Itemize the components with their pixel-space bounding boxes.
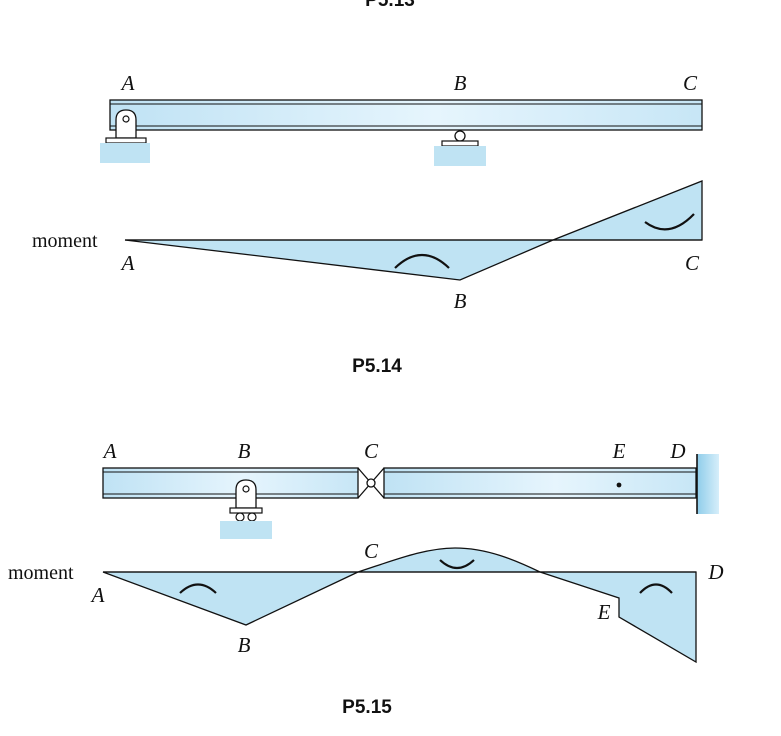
p514-beam-label-c: C <box>683 71 698 95</box>
p515-beam-label-a: A <box>102 439 117 463</box>
p515-diagram-label-b: B <box>238 633 251 657</box>
p515-region-ce <box>357 547 541 573</box>
p515-beam-diagram: A B C E D <box>102 439 719 539</box>
p515-moment-word: moment <box>8 562 74 584</box>
p515-beam-right <box>383 467 697 499</box>
p514-beam-label-b: B <box>454 71 467 95</box>
p515-region-ed <box>539 571 697 664</box>
p515-fixed-support-d <box>696 454 719 514</box>
p514-moment-diagram: moment A B C <box>32 180 703 313</box>
p514-pin-support-a <box>100 109 150 163</box>
p515-beam-left <box>102 467 359 499</box>
p515-curvature-ab <box>179 583 217 594</box>
top-caption: P5.13 <box>365 0 415 11</box>
p514-positive-region <box>552 180 703 241</box>
p515-region-ab <box>102 571 359 626</box>
p514-diagram-label-a: A <box>120 251 135 275</box>
p515-moment-diagram: moment A B C E D <box>8 539 724 664</box>
p514-diagram-label-c: C <box>685 251 700 275</box>
p515-diagram-label-d: D <box>707 560 723 584</box>
p515-beam-label-e: E <box>612 439 626 463</box>
p515-curvature-ce <box>439 559 475 570</box>
p515-hinge-c <box>357 467 385 499</box>
p515-diagram-label-a: A <box>90 583 105 607</box>
p515-roller-support-b <box>220 479 272 539</box>
p514-negative-region <box>124 239 554 281</box>
p514-beam-label-a: A <box>120 71 135 95</box>
p514-beam <box>109 99 703 131</box>
p514-curvature-hogging <box>644 213 695 231</box>
p515-point-e-marker <box>616 482 622 488</box>
p515-beam-label-b: B <box>238 439 251 463</box>
p515-diagram-label-e: E <box>597 600 611 624</box>
p514-moment-word: moment <box>32 230 98 252</box>
p514-curvature-sagging <box>394 254 450 269</box>
p515-diagram-label-c: C <box>364 539 379 563</box>
p515-beam-label-c: C <box>364 439 379 463</box>
p514-beam-diagram: A B C <box>100 71 703 166</box>
p514-diagram-label-b: B <box>454 289 467 313</box>
p514-caption: P5.14 <box>352 356 402 377</box>
p515-curvature-ed <box>639 583 673 594</box>
p514-roller-support-b <box>434 130 486 166</box>
p515-beam-label-d: D <box>669 439 685 463</box>
p515-caption: P5.15 <box>342 697 392 718</box>
